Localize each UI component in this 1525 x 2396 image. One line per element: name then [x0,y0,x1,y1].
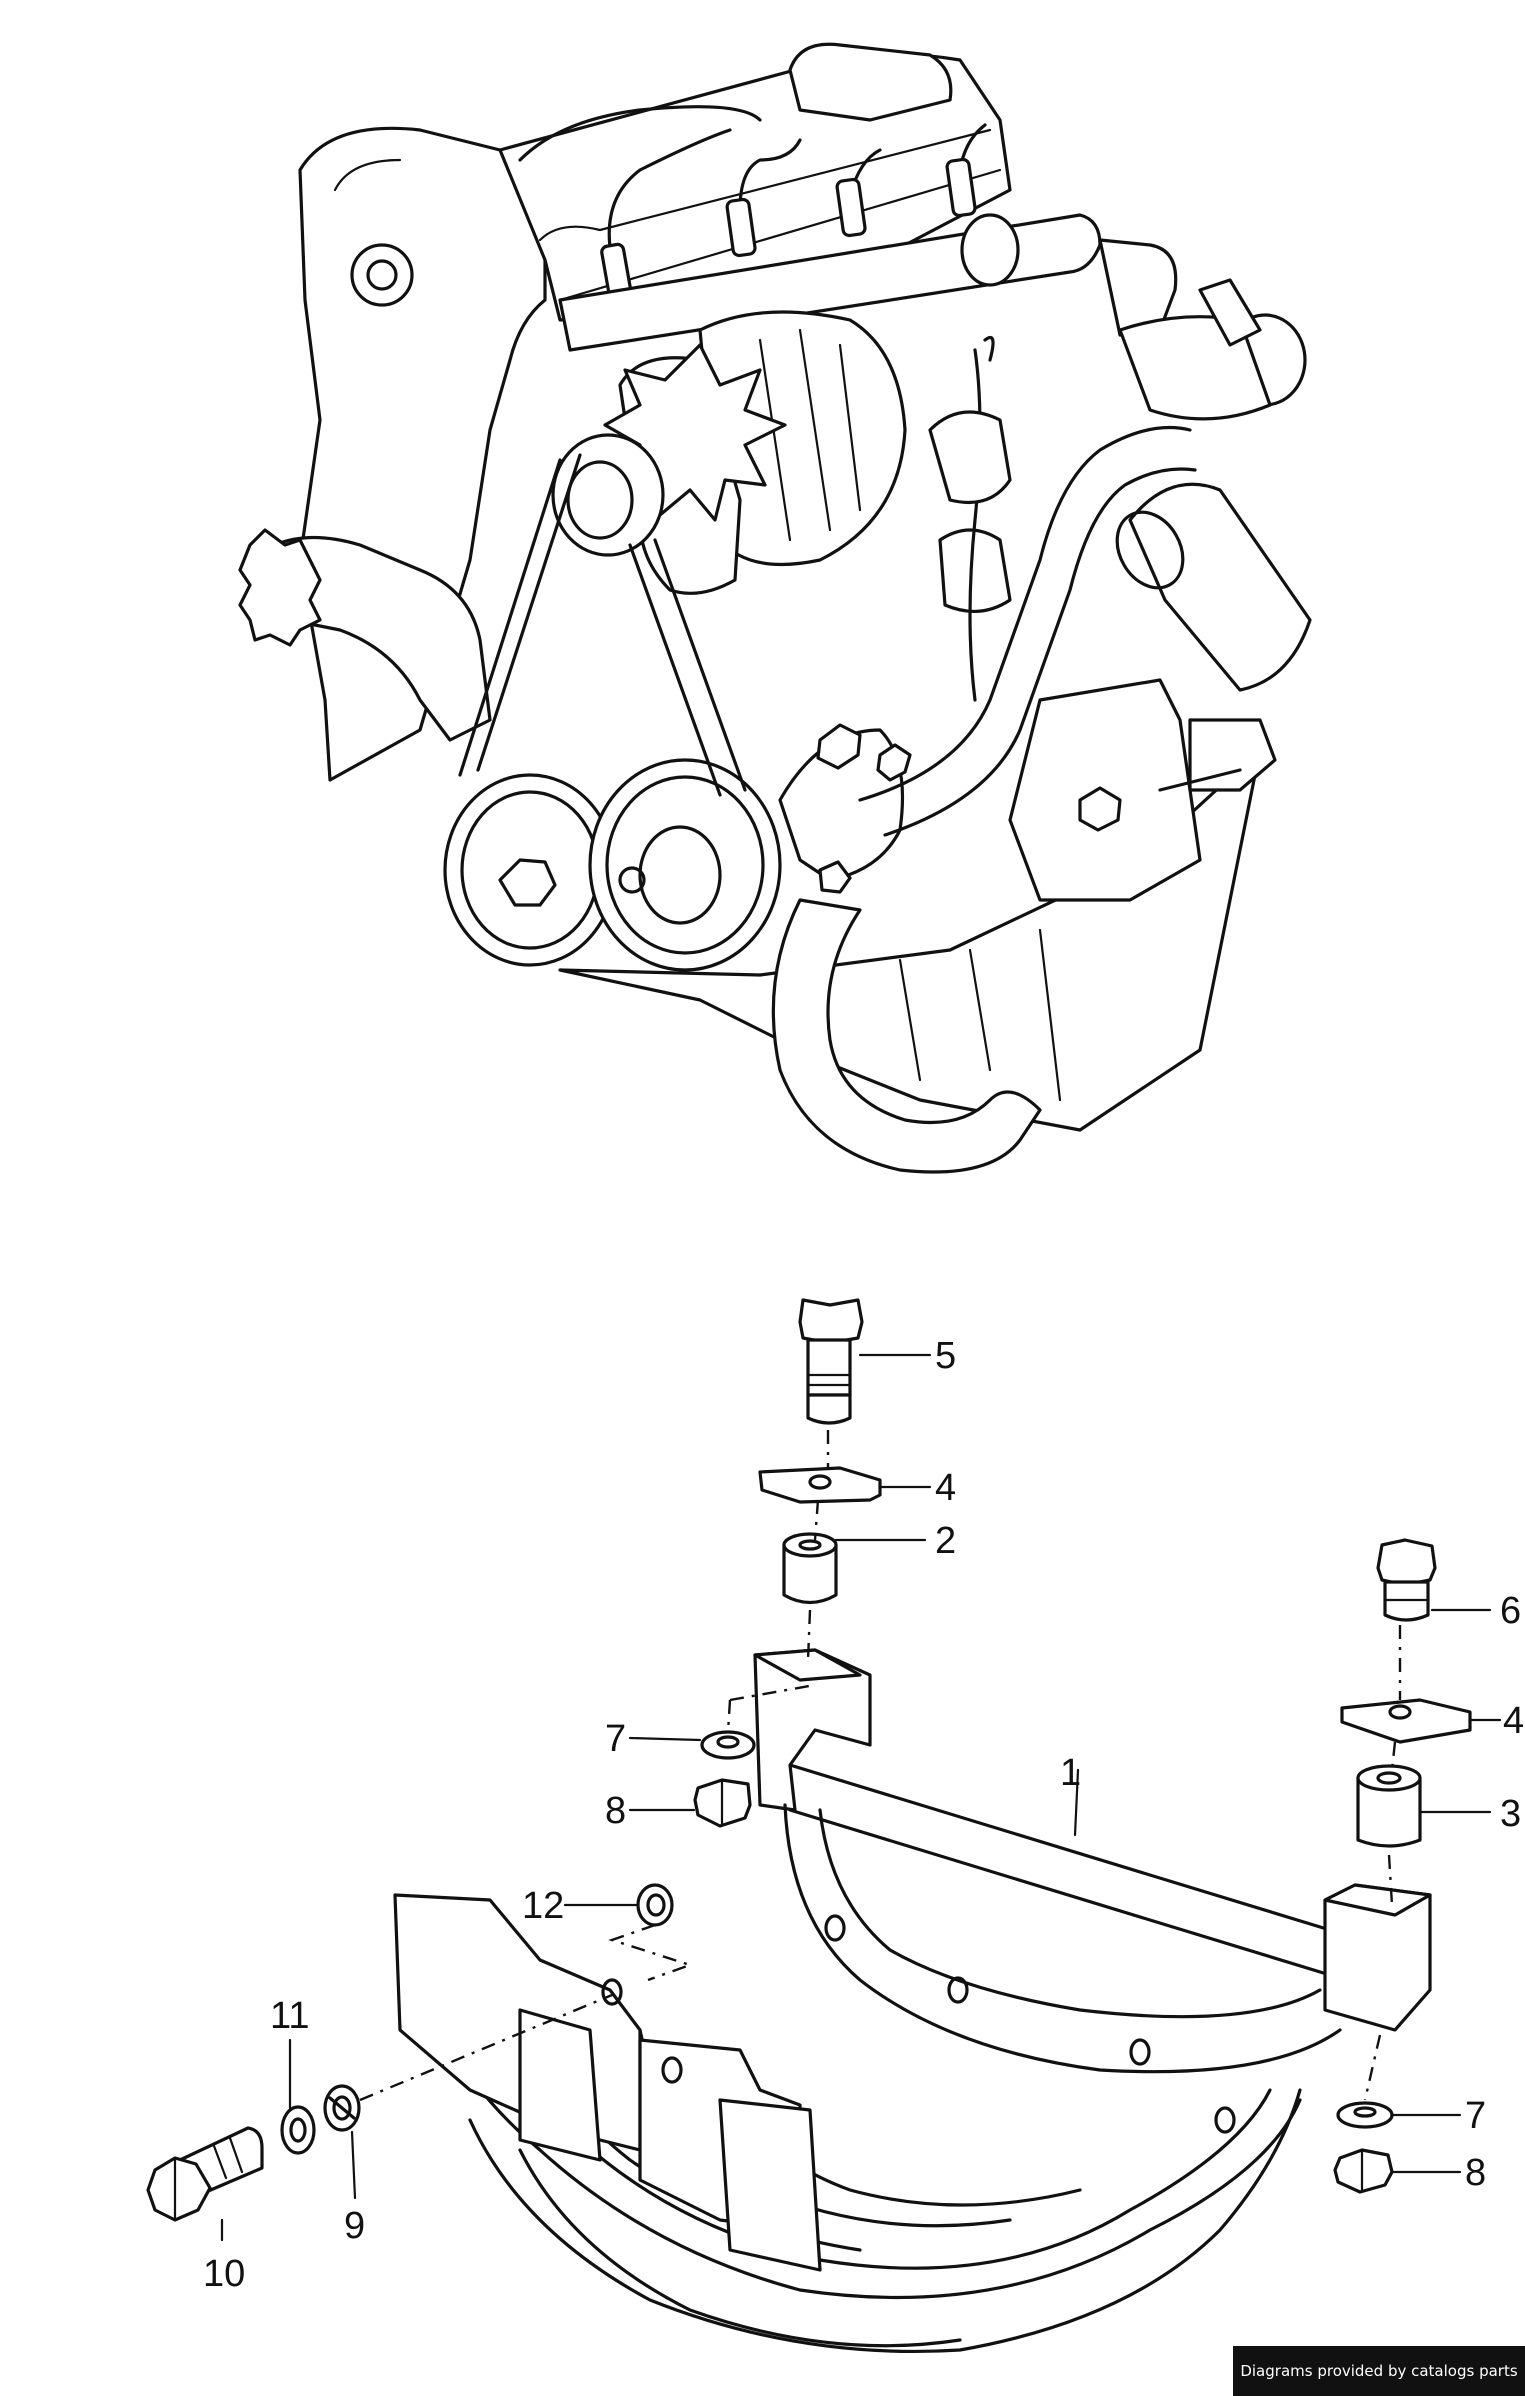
callout-8-left: 8 [605,1790,626,1832]
credit-banner: Diagrams provided by catalogs parts [1233,2346,1525,2396]
spacer-3 [1356,1764,1422,1848]
lock-washer-9 [323,2084,361,2132]
callout-11: 11 [270,1995,309,2037]
callout-8-right: 8 [1465,2152,1486,2194]
bolt-5 [798,1298,864,1425]
nut-8-right [1333,2148,1394,2194]
callout-3: 3 [1500,1793,1521,1835]
callout-2: 2 [935,1520,956,1562]
plate-4-right [1340,1698,1472,1744]
callout-12: 12 [522,1885,564,1927]
washer-7-right [1336,2101,1394,2129]
callout-labels: 1 2 3 4 4 5 6 7 7 8 8 9 10 11 12 [203,1335,1524,2295]
callout-6: 6 [1500,1590,1521,1632]
callout-1: 1 [1060,1752,1081,1794]
engine-guard-assembly [393,1648,1432,2353]
washer-7-left [700,1730,756,1760]
callout-leaders [220,1353,1502,2242]
callout-4-left: 4 [935,1467,956,1509]
callout-5: 5 [935,1335,956,1377]
washer-12 [636,1883,674,1927]
bolt-6 [1376,1538,1437,1622]
bolt-10 [146,2126,264,2222]
engine-illustration [238,42,1312,1174]
callout-7-right: 7 [1465,2095,1486,2137]
callout-10: 10 [203,2253,245,2295]
spacer-2 [782,1532,838,1605]
callout-4-right: 4 [1503,1700,1524,1742]
callout-9: 9 [344,2205,365,2247]
nut-8-left [693,1778,752,1828]
washer-11 [280,2105,316,2155]
plate-4-left [758,1466,882,1504]
callout-7-left: 7 [605,1718,626,1760]
assembly-axis-lines [359,1430,1402,2102]
